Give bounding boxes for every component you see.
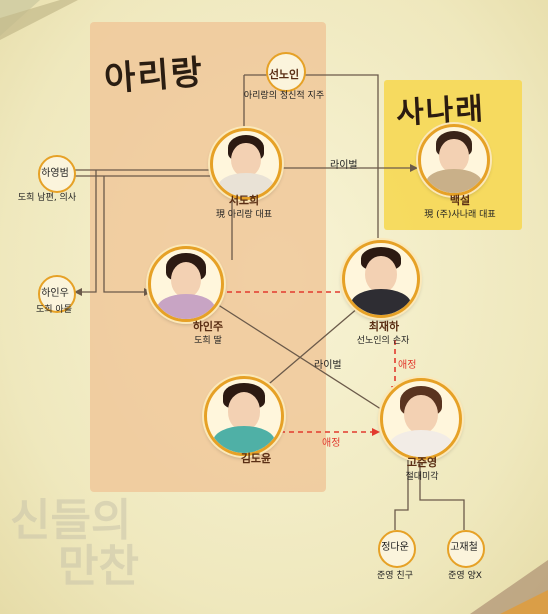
logo-line-1: 신들의: [10, 495, 132, 546]
line-gojunyoung-gojaecheol: [419, 460, 465, 530]
portrait-gojunyoung: [380, 378, 462, 460]
desc-baekseol: 現 (주)사나래 대표: [424, 210, 496, 220]
line-hainju-gojunyoung: [197, 291, 399, 421]
node-seonnoin: [266, 52, 306, 92]
name-seonnoin: 선노인: [268, 68, 300, 81]
name-hainwoo: 하인우: [41, 288, 69, 299]
arrow-rival: [410, 164, 418, 172]
drama-logo: 신들의 만찬: [10, 498, 139, 590]
node-hayoungbeom: [38, 155, 76, 193]
desc-choijaeha: 선노인의 손자: [356, 336, 410, 346]
desc-hainwoo: 도희 아들: [36, 305, 72, 315]
name-baekseol: 백설: [449, 194, 471, 207]
name-sudohui: 서도희: [228, 194, 260, 207]
name-choijaeha: 최재하: [368, 320, 400, 333]
name-gojunyoung: 고준영: [406, 456, 438, 469]
desc-gojaecheol: 준영 양X: [448, 571, 482, 581]
label-love-kimdoyun: 애정: [322, 438, 341, 449]
desc-jungdaun: 준영 친구: [377, 571, 413, 581]
name-kimdoyun: 김도윤: [240, 452, 272, 465]
label-love-choijaeha: 애정: [398, 360, 417, 371]
desc-hainju: 도희 딸: [194, 336, 222, 346]
name-hayoungbeom: 하영범: [41, 168, 69, 179]
portrait-choijaeha: [342, 240, 420, 318]
portrait-hainju: [148, 246, 224, 322]
desc-sudohui: 現 아리랑 대표: [215, 210, 273, 220]
arrow-to-hainwoo: [74, 288, 82, 296]
portrait-baekseol: [418, 124, 490, 196]
label-rival-top: 라이벌: [330, 160, 358, 171]
name-jungdaun: 정다운: [381, 542, 409, 553]
desc-seonnoin: 아리랑의 정신적 지주: [243, 91, 325, 101]
portrait-sudohui: [210, 128, 282, 200]
arrow-love-2: [372, 428, 380, 436]
line-gojunyoung-jungdaun: [394, 460, 409, 530]
node-hainwoo: [38, 275, 76, 313]
name-gojaecheol: 고재철: [450, 542, 478, 553]
portrait-kimdoyun: [204, 376, 284, 456]
desc-gojunyoung: 절대미각: [405, 472, 439, 482]
logo-line-2: 만찬: [58, 541, 139, 592]
line-to-hainwoo: [78, 170, 97, 293]
name-hainju: 하인주: [192, 320, 224, 333]
label-rival-cross: 라이벌: [314, 360, 342, 371]
node-gojaecheol: [447, 530, 485, 568]
desc-hayoungbeom: 도희 남편, 의사: [17, 193, 77, 203]
node-jungdaun: [378, 530, 416, 568]
line-to-hainju: [103, 176, 148, 293]
